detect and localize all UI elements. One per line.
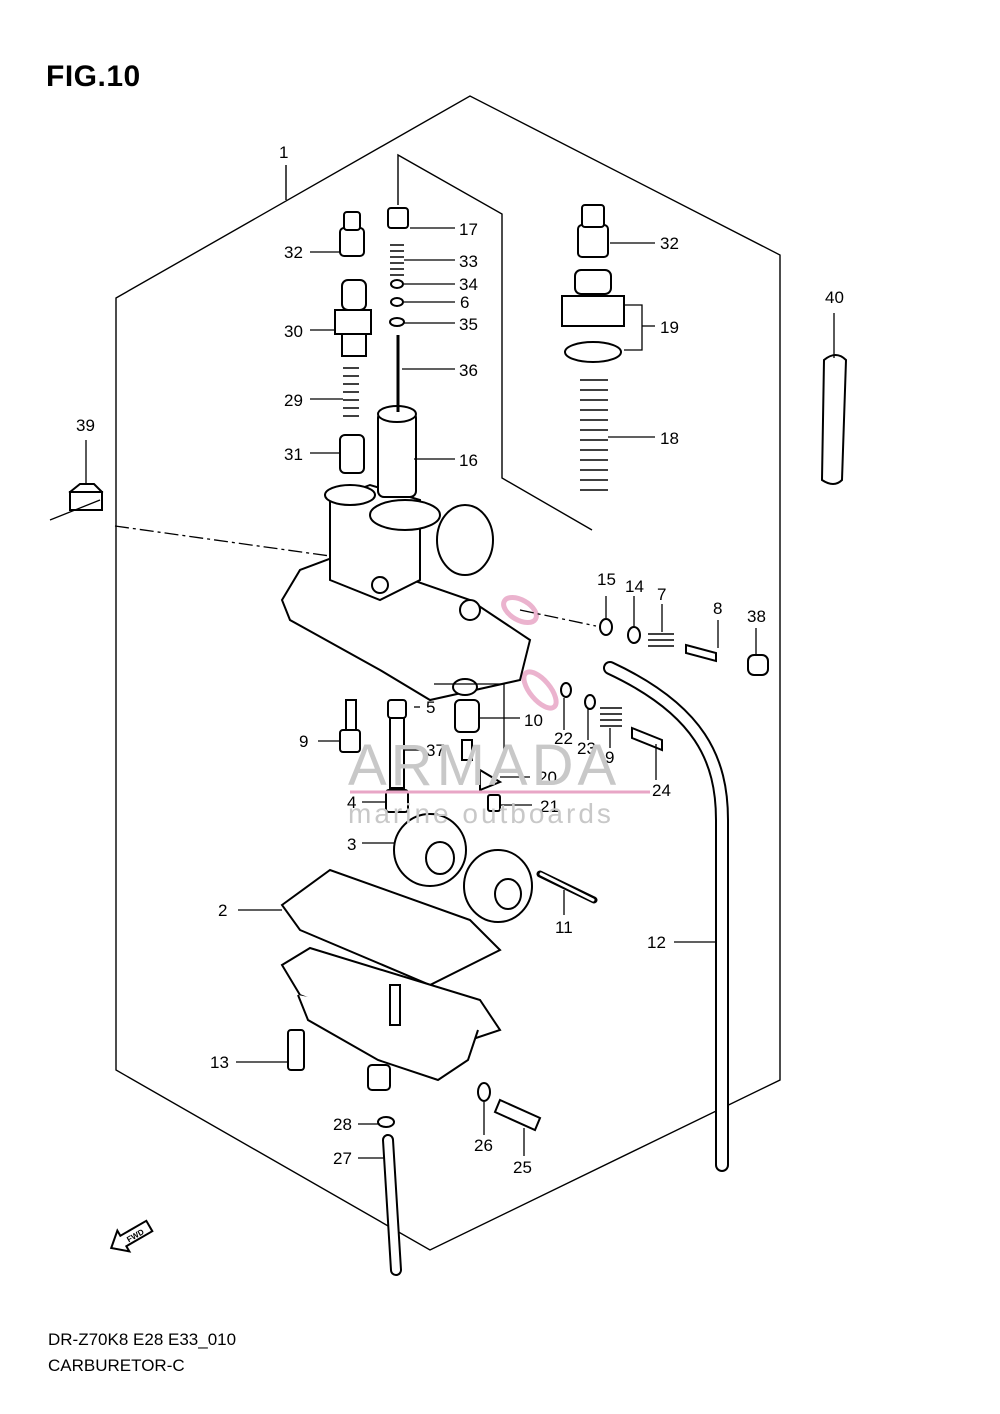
callout-25: 25 bbox=[513, 1158, 532, 1177]
float-chamber-gasket bbox=[280, 868, 502, 987]
cable-adjuster bbox=[334, 279, 372, 357]
drain-screw bbox=[493, 1098, 542, 1132]
callout-22: 22 bbox=[554, 729, 573, 748]
callout-12: 12 bbox=[647, 933, 666, 952]
callout-8: 8 bbox=[713, 599, 722, 618]
callout-31: 31 bbox=[284, 445, 303, 464]
callout-30: 30 bbox=[284, 322, 303, 341]
callout-35: 35 bbox=[459, 315, 478, 334]
callout-26: 26 bbox=[474, 1136, 493, 1155]
carburetor-body bbox=[280, 483, 532, 702]
callout-14: 14 bbox=[625, 577, 644, 596]
callout-10: 10 bbox=[524, 711, 543, 730]
throttle-stop-screw bbox=[631, 726, 663, 752]
callout-38: 38 bbox=[747, 607, 766, 626]
callout-20: 20 bbox=[538, 768, 557, 787]
callout-5: 5 bbox=[426, 698, 435, 717]
model-code: DR-Z70K8 E28 E33_010 bbox=[48, 1330, 237, 1349]
clip-tool bbox=[820, 354, 848, 485]
assembly-boundary bbox=[115, 95, 781, 1251]
callout-32b: 32 bbox=[660, 234, 679, 253]
callout-19: 19 bbox=[660, 318, 679, 337]
callout-15: 15 bbox=[597, 570, 616, 589]
float-chamber bbox=[280, 946, 502, 1091]
callout-2: 2 bbox=[218, 901, 227, 920]
callout-32a: 32 bbox=[284, 243, 303, 262]
float bbox=[393, 813, 533, 923]
hex-nut bbox=[68, 483, 104, 511]
callout-36: 36 bbox=[459, 361, 478, 380]
callout-9a: 9 bbox=[299, 732, 308, 751]
needle-holder bbox=[387, 207, 409, 229]
subgroup-bracket bbox=[397, 153, 593, 531]
pilot-screw bbox=[685, 643, 717, 663]
callout-13: 13 bbox=[210, 1053, 229, 1072]
callout-16: 16 bbox=[459, 451, 478, 470]
figure-title: FIG.10 bbox=[46, 60, 141, 93]
callout-18: 18 bbox=[660, 429, 679, 448]
watermark-tagline: marine outboards bbox=[348, 798, 614, 829]
callout-7: 7 bbox=[657, 585, 666, 604]
plunger bbox=[339, 434, 365, 474]
spring-29 bbox=[343, 367, 359, 417]
cap-right bbox=[577, 204, 609, 258]
callout-33: 33 bbox=[459, 252, 478, 271]
fwd-arrow-icon: FWD bbox=[109, 1219, 154, 1253]
callout-3: 3 bbox=[347, 835, 356, 854]
spring-18 bbox=[580, 379, 608, 491]
callout-40: 40 bbox=[825, 288, 844, 307]
watermark-brand: ARMADA bbox=[348, 733, 620, 798]
callout-17: 17 bbox=[459, 220, 478, 239]
callout-21: 21 bbox=[540, 797, 559, 816]
chamber-screw bbox=[287, 1029, 305, 1071]
callout-39: 39 bbox=[76, 416, 95, 435]
starter-nut bbox=[561, 269, 625, 363]
callout-34: 34 bbox=[459, 275, 478, 294]
callout-11: 11 bbox=[555, 918, 573, 937]
assembly-name: CARBURETOR-C bbox=[48, 1356, 185, 1375]
leader-lines bbox=[49, 227, 835, 1159]
small-spring bbox=[390, 244, 404, 276]
callout-28: 28 bbox=[333, 1115, 352, 1134]
throttle-valve bbox=[377, 405, 417, 498]
cap-left bbox=[339, 211, 365, 257]
callout-9b: 9 bbox=[605, 748, 614, 767]
callout-1: 1 bbox=[279, 143, 288, 162]
callout-37: 37 bbox=[426, 741, 445, 760]
callout-24: 24 bbox=[652, 781, 671, 800]
callout-23: 23 bbox=[577, 739, 596, 758]
callout-6: 6 bbox=[460, 293, 469, 312]
callout-labels: 1 2 3 4 5 6 7 8 9 9 10 11 12 13 14 15 16… bbox=[76, 143, 844, 1177]
callout-29: 29 bbox=[284, 391, 303, 410]
callout-27: 27 bbox=[333, 1149, 352, 1168]
callout-4: 4 bbox=[347, 793, 356, 812]
